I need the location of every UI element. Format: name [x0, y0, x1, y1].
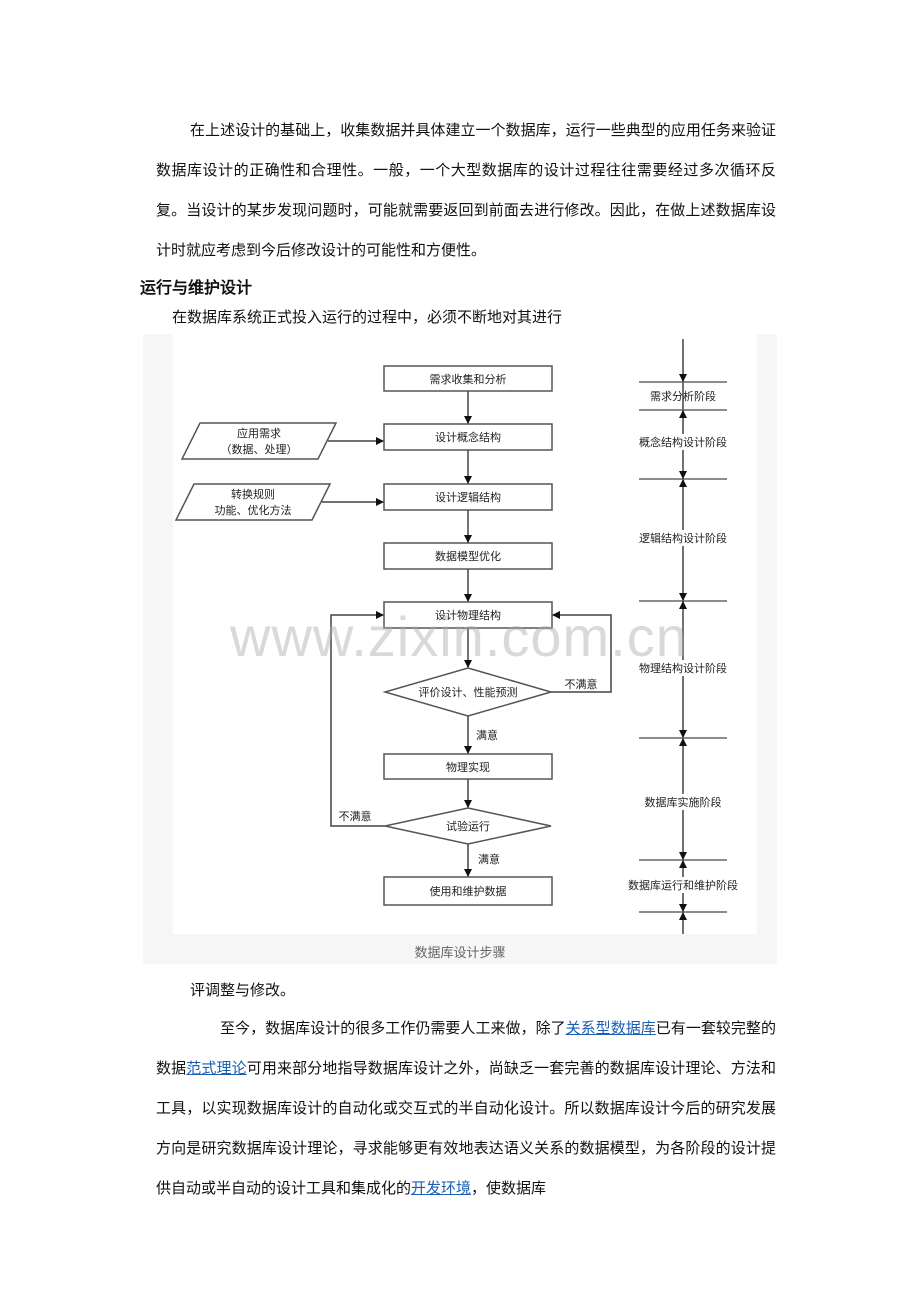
- step-requirements-label: 需求收集和分析: [430, 372, 507, 386]
- watermark: www.zixin.com.cn: [230, 605, 688, 668]
- continuation-line: 评调整与修改。: [156, 970, 776, 1010]
- phase-5: 数据库实施阶段: [645, 795, 722, 809]
- step-maintain-box: [383, 876, 553, 906]
- paragraph-text: 在上述设计的基础上，收集数据并具体建立一个数据库，运行一些典型的应用任务来验证数…: [156, 121, 776, 259]
- phase-1: 需求分析阶段: [650, 389, 716, 403]
- step-physical-label: 设计物理结构: [435, 608, 501, 622]
- step-logical-label: 设计逻辑结构: [435, 490, 501, 504]
- decision-evaluate-label: 评价设计、性能预测: [419, 685, 518, 699]
- step-conceptual-box: [383, 423, 553, 451]
- phase-2: 概念结构设计阶段: [639, 435, 727, 449]
- step-physical-box: [383, 601, 553, 629]
- label-unsatisfied-2: 不满意: [339, 809, 372, 823]
- step-implement-box: [383, 753, 553, 780]
- phase-3: 逻辑结构设计阶段: [639, 531, 727, 545]
- link-normal-form-theory[interactable]: 范式理论: [186, 1059, 247, 1077]
- para2-text-1: 至今，数据库设计的很多工作仍需要人工来做，除了: [220, 1019, 566, 1037]
- paragraph-current-status: 至今，数据库设计的很多工作仍需要人工来做，除了关系型数据库已有一套较完整的数据范…: [156, 1008, 776, 1208]
- figure-database-design-steps: 需求收集和分析 设计概念结构 设计逻辑结构 数据模型优化 设计物理结构 评价设计…: [143, 334, 777, 964]
- label-unsatisfied-1: 不满意: [565, 677, 598, 691]
- flowchart-image: 需求收集和分析 设计概念结构 设计逻辑结构 数据模型优化 设计物理结构 评价设计…: [173, 334, 757, 934]
- input1-line1: 应用需求: [237, 426, 281, 440]
- continuation-text: 评调整与修改。: [190, 981, 296, 999]
- input2-line1: 转换规则: [231, 487, 275, 501]
- input-transform-rules: [174, 483, 332, 521]
- paragraph-design-iteration: 在上述设计的基础上，收集数据并具体建立一个数据库，运行一些典型的应用任务来验证数…: [156, 110, 776, 270]
- decision-trial-label: 试验运行: [446, 819, 490, 833]
- flowchart-svg: 需求收集和分析 设计概念结构 设计逻辑结构 数据模型优化 设计物理结构 评价设计…: [174, 339, 741, 934]
- step-conceptual-label: 设计概念结构: [435, 430, 501, 444]
- phase-6: 数据库运行和维护阶段: [628, 878, 738, 892]
- step-optimize-label: 数据模型优化: [435, 549, 501, 563]
- step-logical-box: [383, 483, 553, 511]
- figure-caption: 数据库设计步骤: [414, 946, 506, 961]
- step-implement-label: 物理实现: [446, 760, 490, 774]
- input-app-requirements: [180, 422, 338, 460]
- intro-line: 在数据库系统正式投入运行的过程中，必须不断地对其进行: [172, 308, 563, 326]
- label-satisfied-1: 满意: [476, 728, 498, 742]
- para2-text-4: ，使数据库: [471, 1179, 547, 1197]
- label-satisfied-2: 满意: [478, 852, 500, 866]
- step-maintain-label: 使用和维护数据: [430, 884, 507, 898]
- input2-line2: 功能、优化方法: [215, 503, 292, 517]
- para2-text-2: 已有一套较完整的数据: [156, 1019, 776, 1077]
- link-development-environment[interactable]: 开发环境: [411, 1179, 472, 1197]
- link-relational-database[interactable]: 关系型数据库: [565, 1019, 656, 1037]
- input1-line2: （数据、处理）: [221, 442, 298, 456]
- para2-text-3: 可用来部分地指导数据库设计之外，尚缺乏一套完善的数据库设计理论、方法和工具，以实…: [156, 1059, 776, 1197]
- phase-4: 物理结构设计阶段: [639, 661, 727, 675]
- section-heading: 运行与维护设计: [140, 278, 253, 297]
